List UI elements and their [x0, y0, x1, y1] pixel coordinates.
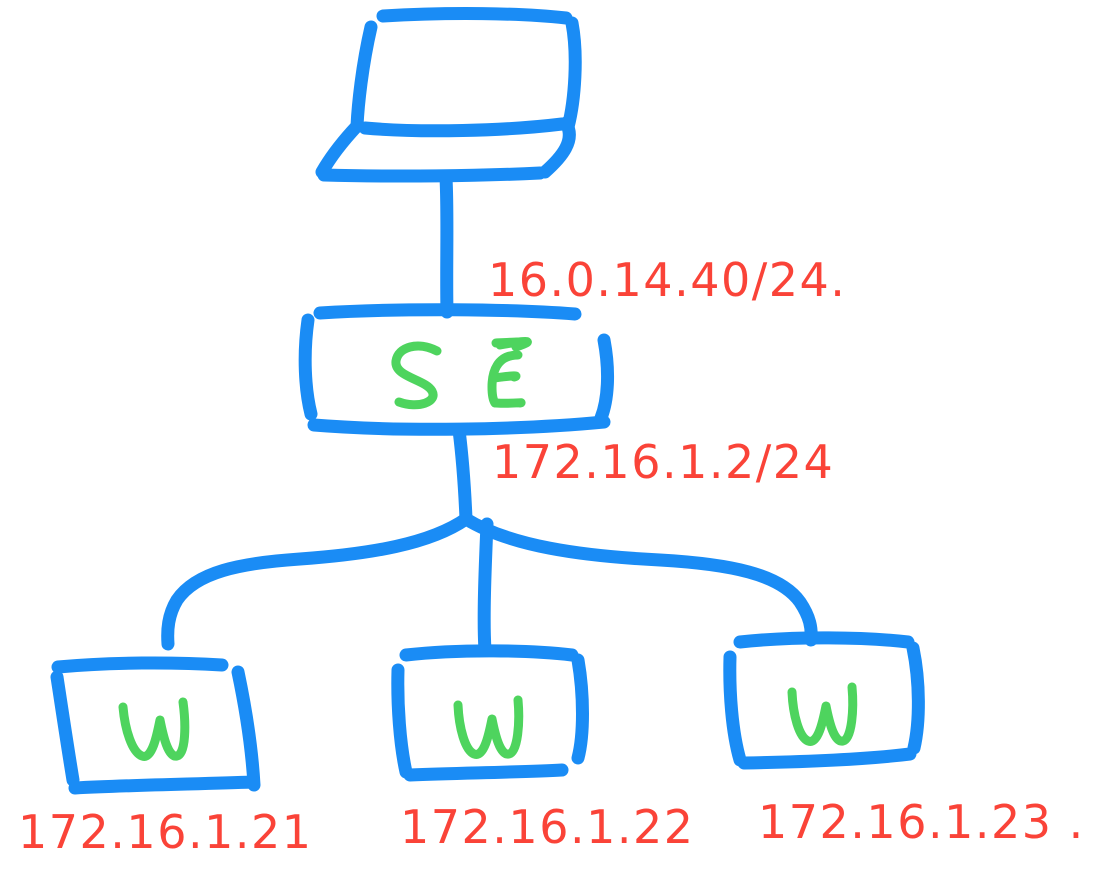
switch-label-glyph-s [391, 341, 442, 410]
node-workstation-center[interactable] [391, 644, 590, 783]
ws-right-bottom-edge [737, 747, 917, 770]
ws-right-label-glyph-w [787, 682, 858, 746]
ws-center-right-edge [571, 653, 589, 765]
switch-label-glyph-e-mid [489, 371, 521, 383]
ws-left-top-edge [51, 656, 229, 674]
link-laptop-to-switch[interactable] [439, 171, 454, 319]
switch-label-glyph-e-top2 [495, 337, 532, 352]
node-switch[interactable] [298, 303, 615, 436]
ws-left-bottom-edge [68, 775, 260, 795]
laptop-base-bottom-edge [317, 166, 547, 183]
switch-label-glyph-e-bottom [491, 398, 526, 408]
node-workstation-right[interactable] [722, 631, 925, 770]
ws-center-bottom-edge [403, 763, 569, 782]
address-label-switch: 172.16.1.2/24 [492, 435, 834, 489]
laptop-screen-bottom-edge [358, 117, 569, 138]
ws-center-top-edge [399, 644, 579, 662]
switch-hit-area[interactable] [300, 305, 612, 430]
address-label-laptop: 16.0.14.40/24. [488, 253, 846, 307]
link-switch-to-workstation-center[interactable] [477, 517, 494, 657]
switch-top-edge [313, 303, 582, 321]
node-workstation-left[interactable] [50, 655, 265, 795]
ws-right-top-edge [733, 631, 915, 649]
ws-left-label-glyph-w [118, 697, 190, 761]
link-switch-to-workstation-left[interactable] [161, 512, 473, 651]
ws-right-hit-area[interactable] [722, 632, 922, 770]
address-label-workstation-right: 172.16.1.23 . [758, 795, 1085, 849]
address-label-workstation-center: 172.16.1.22 [400, 800, 695, 854]
ws-left-hit-area[interactable] [50, 655, 265, 795]
ws-center-hit-area[interactable] [392, 645, 590, 783]
laptop-hit-area[interactable] [310, 5, 590, 185]
ws-left-right-edge [231, 665, 261, 792]
laptop-base-left-edge [315, 119, 364, 179]
node-laptop[interactable] [310, 5, 590, 185]
laptop-screen-top-edge [376, 7, 573, 25]
laptop-screen-left-edge [350, 20, 378, 133]
switch-left-edge [298, 313, 318, 421]
ws-center-left-edge [391, 663, 413, 779]
link-switch-to-workstation-right[interactable] [459, 512, 818, 647]
link-switch-trunk[interactable] [452, 423, 473, 526]
laptop-base-right-edge [538, 116, 576, 179]
switch-right-edge [594, 333, 615, 425]
ws-center-label-glyph-w [453, 695, 524, 759]
ws-left-left-edge [50, 670, 80, 787]
laptop-screen-right-edge [561, 16, 582, 134]
ws-right-right-edge [906, 641, 925, 755]
ws-right-left-edge [723, 650, 747, 767]
address-label-workstation-left: 172.16.1.21 [18, 805, 313, 859]
